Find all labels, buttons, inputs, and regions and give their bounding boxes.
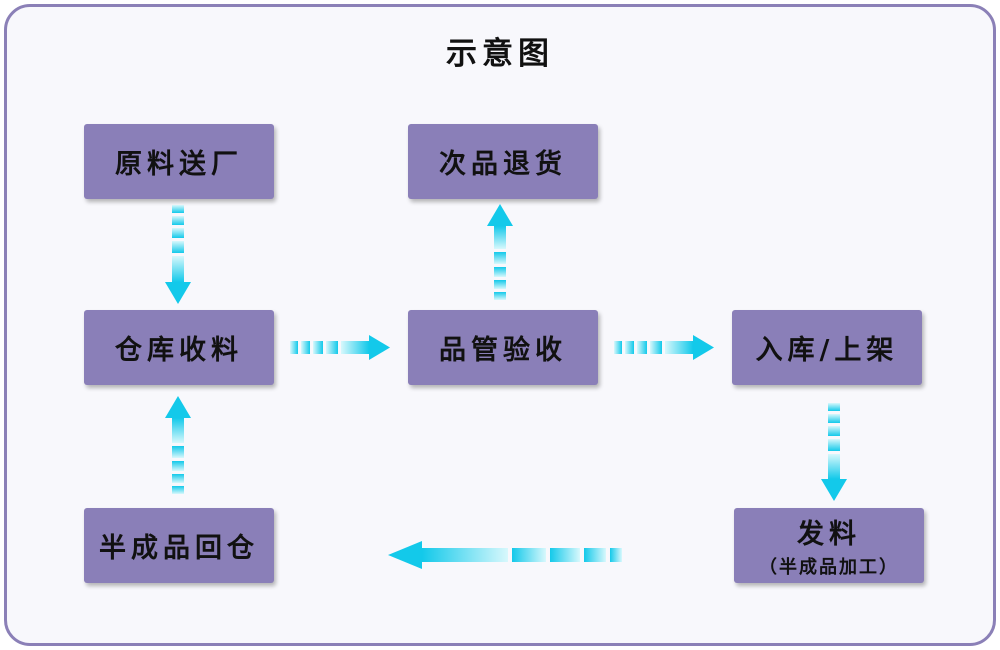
arrow-semi-to-warehouse bbox=[165, 396, 191, 494]
node-store-shelve-label: 入库/上架 bbox=[755, 335, 899, 366]
node-defect-return: 次品退货 bbox=[408, 124, 598, 199]
node-qc-inspect: 品管验收 bbox=[408, 310, 598, 385]
node-store-shelve: 入库/上架 bbox=[732, 310, 922, 385]
node-issue-material: 发料 （半成品加工） bbox=[734, 508, 924, 583]
diagram-title: 示意图 bbox=[446, 36, 554, 72]
node-issue-material-label: 发料 bbox=[797, 519, 861, 550]
node-raw-material: 原料送厂 bbox=[84, 124, 274, 199]
node-warehouse-receive: 仓库收料 bbox=[84, 310, 274, 385]
node-semi-return: 半成品回仓 bbox=[84, 508, 274, 583]
node-issue-material-sublabel: （半成品加工） bbox=[759, 557, 899, 578]
arrow-qc-to-store bbox=[614, 335, 714, 360]
arrow-raw-to-warehouse bbox=[165, 205, 191, 304]
arrow-warehouse-to-qc bbox=[290, 335, 390, 360]
arrow-qc-to-defect bbox=[487, 204, 513, 300]
node-qc-inspect-label: 品管验收 bbox=[439, 335, 567, 366]
node-defect-return-label: 次品退货 bbox=[439, 149, 567, 180]
node-raw-material-label: 原料送厂 bbox=[115, 149, 243, 180]
node-warehouse-receive-label: 仓库收料 bbox=[115, 335, 243, 366]
arrow-issue-to-semi bbox=[388, 541, 622, 569]
node-semi-return-label: 半成品回仓 bbox=[99, 533, 259, 564]
arrow-store-to-issue bbox=[821, 403, 847, 501]
